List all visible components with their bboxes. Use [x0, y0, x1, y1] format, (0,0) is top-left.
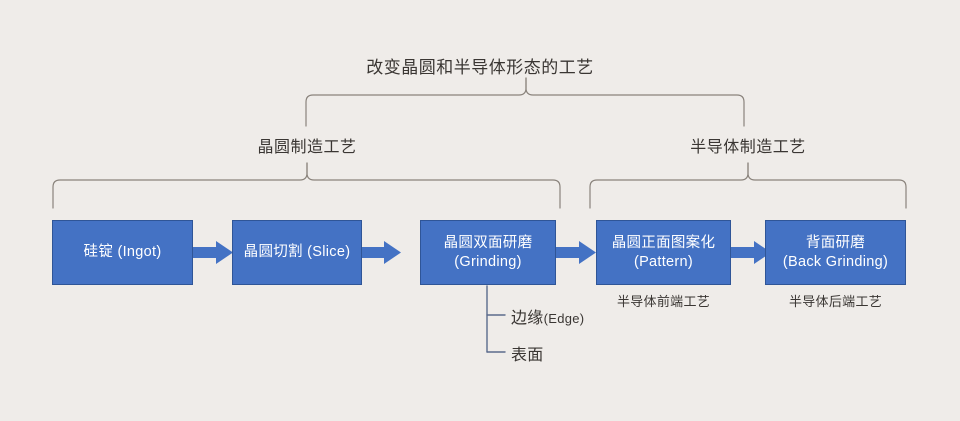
- group-label-semiconductor-fabrication: 半导体制造工艺: [690, 139, 806, 156]
- process-box-grinding[interactable]: 晶圆双面研磨 (Grinding): [420, 220, 556, 285]
- process-box-slice-line1: 晶圆切割 (Slice): [243, 244, 351, 260]
- caption-back-grinding: 半导体后端工艺: [788, 294, 883, 309]
- process-box-back-grinding-line2: (Back Grinding): [782, 253, 889, 270]
- arrow-grinding-to-pattern: [556, 241, 596, 264]
- arrow-ingot-to-slice: [193, 241, 233, 264]
- bracket-semiconductor-fabrication: [589, 162, 907, 209]
- process-box-back-grinding-line1: 背面研磨: [805, 234, 866, 251]
- branch-label-edge-en: (Edge): [543, 311, 585, 326]
- process-box-ingot-line1: 硅锭 (Ingot): [83, 244, 162, 260]
- process-box-grinding-line1: 晶圆双面研磨: [443, 234, 533, 251]
- diagram-title: 改变晶圆和半导体形态的工艺: [366, 58, 594, 77]
- process-box-grinding-line2: (Grinding): [454, 253, 522, 270]
- process-box-slice[interactable]: 晶圆切割 (Slice): [232, 220, 362, 285]
- branch-label-edge-cn: 边缘: [511, 310, 544, 327]
- process-box-grinding-text: 晶圆双面研磨 (Grinding): [438, 234, 539, 272]
- caption-pattern: 半导体前端工艺: [616, 294, 711, 309]
- process-box-pattern-text: 晶圆正面图案化 (Pattern): [606, 234, 722, 272]
- process-box-ingot[interactable]: 硅锭 (Ingot): [52, 220, 193, 285]
- process-box-pattern-line1: 晶圆正面图案化: [611, 234, 716, 251]
- process-box-slice-text: 晶圆切割 (Slice): [238, 243, 357, 262]
- branch-label-edge: 边缘(Edge): [511, 304, 584, 328]
- process-box-ingot-text: 硅锭 (Ingot): [78, 243, 168, 262]
- arrow-slice-to-grinding: [361, 241, 401, 264]
- bracket-wafer-fabrication: [52, 162, 561, 209]
- branch-tree-connector: [486, 285, 506, 353]
- process-box-pattern[interactable]: 晶圆正面图案化 (Pattern): [596, 220, 731, 285]
- process-box-back-grinding-text: 背面研磨 (Back Grinding): [777, 234, 894, 272]
- process-box-pattern-line2: (Pattern): [633, 253, 694, 270]
- process-box-back-grinding[interactable]: 背面研磨 (Back Grinding): [765, 220, 906, 285]
- bracket-main: [305, 77, 745, 127]
- group-label-wafer-fabrication: 晶圆制造工艺: [257, 139, 357, 156]
- branch-label-surface: 表面: [511, 341, 544, 365]
- branch-label-surface-cn: 表面: [511, 347, 544, 364]
